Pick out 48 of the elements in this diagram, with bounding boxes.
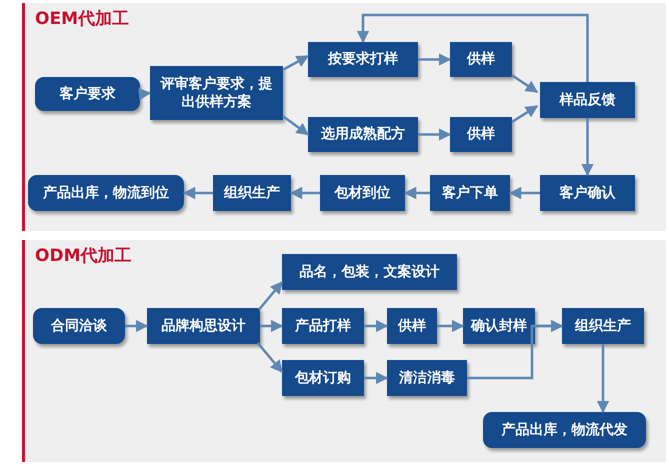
section-heading: ODM代加工 — [35, 245, 132, 267]
process-box: 清洁消毒 — [387, 360, 467, 396]
process-box: 评审客户要求，提出供样方案 — [150, 66, 283, 120]
arrow — [418, 128, 452, 141]
terminal-box: 客户要求 — [35, 77, 140, 111]
arrow — [511, 74, 538, 94]
arrow — [364, 320, 388, 332]
section-panel — [22, 240, 666, 462]
arrow — [182, 186, 213, 200]
arrow — [282, 115, 309, 136]
process-box: 品名，包装，文案设计 — [282, 254, 457, 290]
process-box: 包材到位 — [320, 175, 405, 211]
arrow — [467, 320, 564, 380]
process-box: 客户下单 — [430, 175, 510, 211]
arrow — [125, 320, 148, 332]
process-box: 组织生产 — [213, 175, 291, 211]
process-box: 供样 — [450, 117, 512, 152]
arrow — [258, 281, 283, 311]
process-box: 品牌构思设计 — [147, 308, 260, 344]
process-box: 产品打样 — [282, 308, 364, 344]
process-box: 确认封样 — [463, 308, 535, 344]
section-heading: OEM代加工 — [35, 8, 129, 30]
arrow — [437, 320, 464, 332]
arrow — [256, 342, 283, 373]
arrow — [511, 105, 538, 123]
terminal-box: 产品出库，物流到位 — [28, 175, 184, 211]
arrow — [404, 186, 430, 200]
arrow — [418, 53, 452, 66]
process-box: 按要求打样 — [308, 42, 418, 77]
arrow — [138, 88, 152, 100]
arrow — [596, 344, 610, 414]
process-box: 供样 — [387, 308, 437, 344]
terminal-box: 合同洽谈 — [33, 308, 125, 344]
terminal-box: 产品出库，物流代发 — [483, 412, 646, 448]
process-box: 样品反馈 — [540, 82, 635, 118]
process-box: 供样 — [450, 42, 512, 77]
process-box: 包材订购 — [282, 360, 364, 396]
arrow — [260, 320, 284, 332]
arrow — [581, 118, 594, 176]
process-box: 选用成熟配方 — [308, 117, 418, 152]
arrow — [290, 186, 320, 200]
arrow — [282, 54, 310, 71]
section-panel — [22, 3, 666, 231]
arrow — [364, 372, 388, 384]
arrow — [508, 186, 540, 200]
process-box: 组织生产 — [562, 308, 644, 344]
arrow — [356, 14, 589, 82]
process-box: 客户确认 — [540, 175, 635, 211]
